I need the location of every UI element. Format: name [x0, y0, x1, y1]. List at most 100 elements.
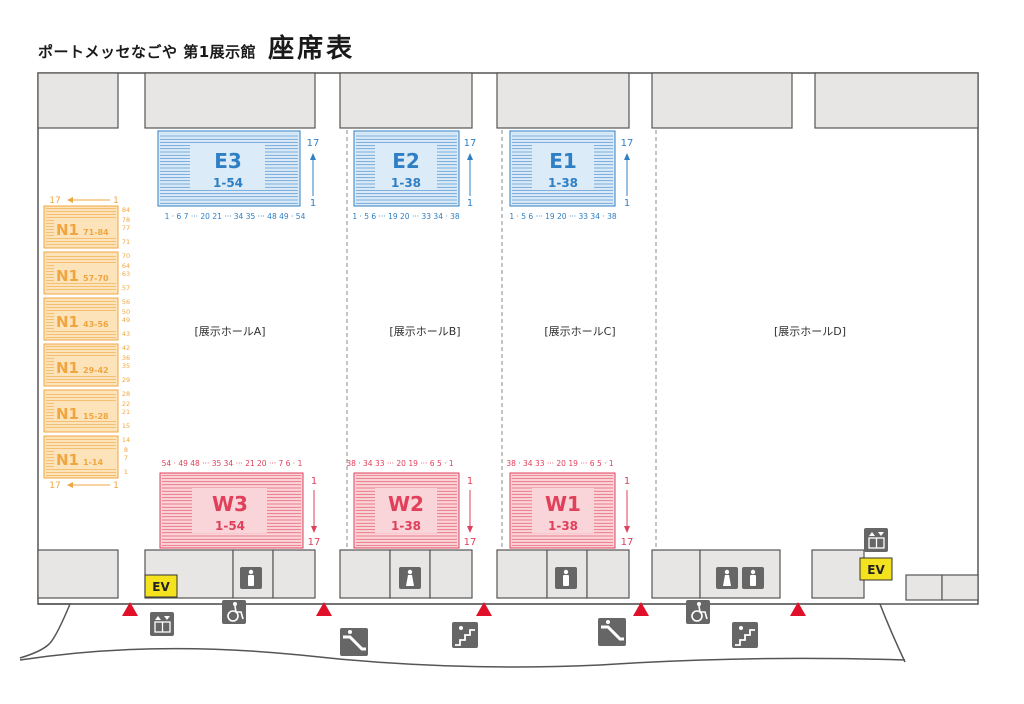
row-arrow-head — [624, 526, 630, 533]
ev-label: EV — [867, 563, 885, 577]
side-top: 56 — [122, 298, 130, 306]
seat-block-e1[interactable]: E1 1-38 17 1 1 · 5 6 ··· 19 20 ··· 33 34… — [509, 130, 634, 221]
side-b: 21 — [122, 408, 130, 416]
elevator-sign-right: EV — [859, 557, 893, 581]
label-backdrop — [54, 357, 116, 375]
block-name: E2 — [392, 149, 420, 173]
service-room — [496, 549, 548, 599]
side-bottom: 43 — [122, 330, 130, 338]
row-top: 17 — [621, 138, 634, 149]
side-top: 42 — [122, 344, 130, 352]
side-b: 35 — [122, 362, 130, 370]
seat-block-e2[interactable]: E2 1-38 17 1 1 · 5 6 ··· 19 20 ··· 33 34… — [352, 130, 477, 221]
side-bottom: 15 — [122, 422, 130, 430]
side-a: 64 — [122, 262, 130, 270]
hall-d-label: [展示ホールD] — [774, 325, 846, 338]
row-bottom: 1 — [310, 198, 316, 209]
side-top: 70 — [122, 252, 130, 260]
label-backdrop — [54, 311, 116, 329]
escalator-icon — [598, 618, 626, 646]
row-bottom: 1 — [624, 198, 630, 209]
north-scale-left: 17 — [49, 196, 60, 206]
seat-block-w3[interactable]: 54 · 49 48 ··· 35 34 ··· 21 20 ··· 7 6 ·… — [159, 459, 320, 549]
north-scale-arrow-head — [67, 482, 73, 488]
north-scale-top: 17 1 — [49, 196, 119, 206]
venue-name: ポートメッセなごや 第1展示館 — [38, 43, 257, 61]
side-bottom: 71 — [122, 238, 130, 246]
block-name: N1 — [56, 267, 79, 285]
service-room — [272, 549, 316, 599]
seat-scale: 1 · 5 6 ··· 19 20 ··· 33 34 · 38 — [509, 212, 617, 221]
row-arrow-head — [467, 526, 473, 533]
label-backdrop — [54, 265, 116, 283]
corridor-outline — [19, 603, 72, 659]
north-scale-bottom: 17 1 — [49, 481, 119, 491]
side-b: 7 — [124, 454, 128, 462]
block-name: W1 — [545, 492, 581, 516]
row-arrow-head — [624, 153, 630, 160]
block-name: E1 — [549, 149, 577, 173]
block-name: E3 — [214, 149, 242, 173]
row-bottom: 1 — [467, 198, 473, 209]
service-room — [651, 549, 701, 599]
seat-block-n1-43-56[interactable]: N1 43-56 56 50 49 43 — [43, 297, 130, 341]
row-arrow-head — [310, 153, 316, 160]
top-rooms — [37, 72, 979, 129]
north-scale-arrow-head — [67, 197, 73, 203]
row-top: 1 — [311, 476, 317, 487]
label-backdrop — [54, 219, 116, 237]
service-room — [699, 549, 781, 599]
hall-a-label: [展示ホールA] — [194, 325, 265, 338]
label-backdrop — [532, 488, 594, 533]
stairs-icon — [452, 622, 478, 648]
seat-block-n1-71-84[interactable]: N1 71-84 84 78 77 71 — [43, 205, 130, 249]
north-scale-right: 1 — [113, 481, 119, 491]
side-top: 14 — [122, 436, 130, 444]
label-backdrop — [192, 488, 267, 533]
block-range: 29-42 — [83, 366, 109, 375]
seat-block-n1-15-28[interactable]: N1 15-28 28 22 21 15 — [43, 389, 130, 433]
row-top: 1 — [467, 476, 473, 487]
block-range: 1-14 — [83, 458, 103, 467]
corridor-outline — [879, 603, 906, 663]
service-room — [651, 72, 793, 129]
row-bottom: 17 — [621, 537, 634, 548]
seat-block-w2[interactable]: 38 · 34 33 ··· 20 19 ··· 6 5 · 1 W2 1-38… — [346, 459, 477, 549]
service-room — [339, 549, 391, 599]
seat-block-n1-1-14[interactable]: N1 1-14 14 8 7 1 — [43, 435, 130, 479]
seat-scale: 1 · 5 6 ··· 19 20 ··· 33 34 · 38 — [352, 212, 460, 221]
label-backdrop — [532, 145, 594, 190]
seat-block-n1-57-70[interactable]: N1 57-70 70 64 63 57 — [43, 251, 130, 295]
seat-scale: 38 · 34 33 ··· 20 19 ··· 6 5 · 1 — [506, 459, 614, 468]
service-room — [941, 574, 979, 601]
corridor-wave — [19, 647, 906, 668]
block-range: 1-54 — [213, 176, 243, 190]
service-room — [339, 72, 473, 129]
service-room — [586, 549, 630, 599]
seat-block-n1-29-42[interactable]: N1 29-42 42 36 35 29 — [43, 343, 130, 387]
side-bottom: 29 — [122, 376, 130, 384]
block-name: N1 — [56, 359, 79, 377]
side-a: 8 — [124, 446, 128, 454]
seat-block-w1[interactable]: 38 · 34 33 ··· 20 19 ··· 6 5 · 1 W1 1-38… — [506, 459, 634, 549]
restroom-male-icon — [240, 567, 262, 589]
side-b: 63 — [122, 270, 130, 278]
north-scale-left: 17 — [49, 481, 60, 491]
row-top: 17 — [464, 138, 477, 149]
seat-scale: 1 · 6 7 ··· 20 21 ··· 34 35 ··· 48 49 · … — [165, 212, 306, 221]
row-top: 1 — [624, 476, 630, 487]
label-backdrop — [54, 449, 116, 467]
seat-block-e3[interactable]: E3 1-54 17 1 1 · 6 7 ··· 20 21 ··· 34 35… — [157, 130, 319, 221]
block-range: 1-38 — [391, 176, 421, 190]
side-b: 77 — [122, 224, 130, 232]
block-range: 43-56 — [83, 320, 109, 329]
elevator-icon — [150, 612, 174, 636]
elevator-sign-left: EV — [144, 574, 178, 598]
row-bottom: 17 — [464, 537, 477, 548]
label-backdrop — [375, 488, 437, 533]
elevator-icon — [864, 528, 888, 552]
service-room — [37, 72, 119, 129]
side-a: 22 — [122, 400, 130, 408]
wheelchair-icon — [222, 600, 246, 624]
row-arrow-head — [467, 153, 473, 160]
